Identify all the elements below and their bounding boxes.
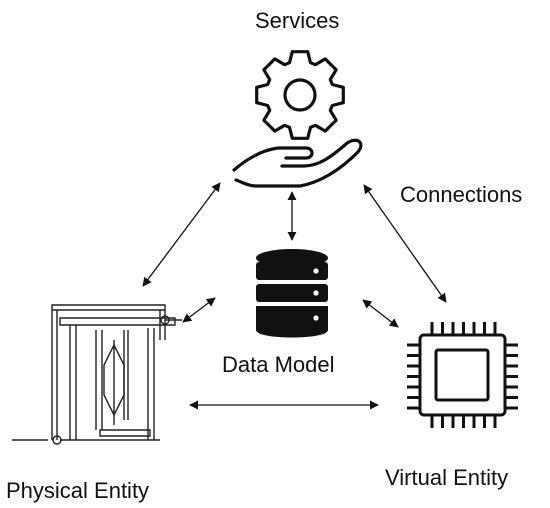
hand-icon <box>232 138 363 188</box>
arrow-services-virtual <box>363 184 447 303</box>
database-icon <box>256 249 328 338</box>
industrial-pipework-icon <box>12 304 182 445</box>
data-model-label: Data Model <box>222 352 335 377</box>
microchip-icon <box>407 322 518 428</box>
arrow-datamodel-physical <box>182 297 216 323</box>
arrow-services-physical <box>142 182 221 287</box>
services-label: Services <box>255 8 340 33</box>
virtual-entity-label: Virtual Entity <box>385 465 509 490</box>
connections-label: Connections <box>400 182 523 207</box>
physical-entity-label: Physical Entity <box>6 478 150 503</box>
connection-arrows <box>142 182 447 410</box>
gear-icon <box>255 50 345 140</box>
arrow-datamodel-virtual <box>362 299 399 328</box>
